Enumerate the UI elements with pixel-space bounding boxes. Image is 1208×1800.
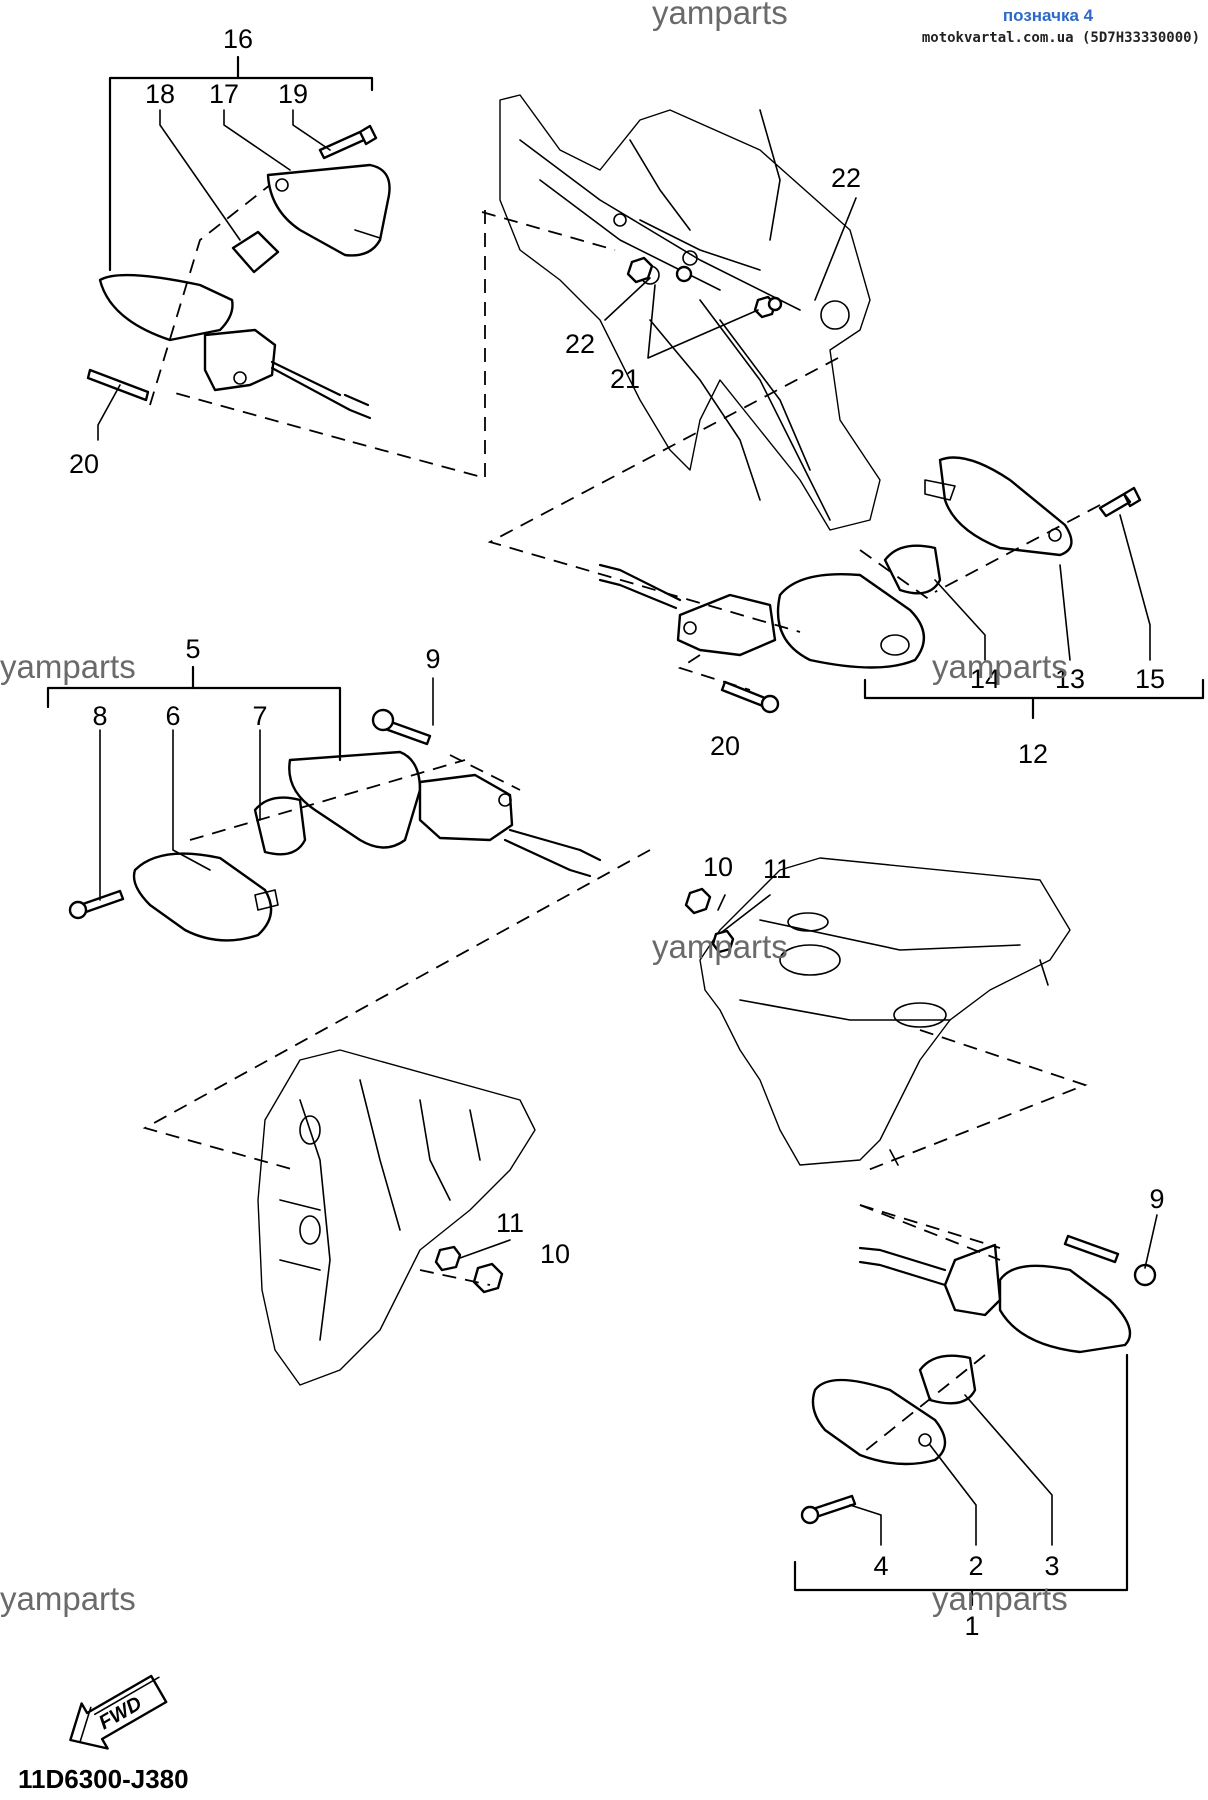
watermark-center: yamparts: [652, 928, 788, 965]
collar-11-upper: [711, 929, 735, 954]
callout-4: 4: [873, 1551, 888, 1581]
header-label: позначка 4: [1003, 6, 1094, 25]
screw-9-right: [1063, 1234, 1120, 1264]
nut-21-left: [626, 256, 654, 284]
bracket-16: [108, 76, 374, 272]
header-source: motokvartal.com.ua (5D7H33330000): [922, 30, 1200, 46]
callout-18: 18: [145, 79, 175, 109]
lens-17: [266, 163, 391, 257]
stem-5: [418, 773, 514, 842]
callout-16: 16: [223, 24, 253, 54]
stem-1: [943, 1243, 1002, 1317]
watermark-right-upper: yamparts: [932, 648, 1068, 685]
flasher-assembly-1: [800, 1234, 1157, 1525]
callout-17: 17: [209, 79, 239, 109]
watermark-right-lower: yamparts: [932, 1580, 1068, 1617]
dashed-mounting-lines: [142, 184, 1101, 1456]
housing-12: [776, 573, 925, 669]
callout-11-upper: 11: [763, 854, 791, 884]
collar-11-lower: [434, 1245, 462, 1272]
watermark-left-upper: yamparts: [0, 648, 136, 685]
callout-14: 14: [970, 664, 1000, 694]
housing-5: [288, 750, 422, 849]
watermark-left-lower: yamparts: [0, 1580, 136, 1617]
flasher-assembly-5: [68, 708, 602, 942]
callout-13: 13: [1055, 664, 1085, 694]
bulb-18: [231, 230, 280, 274]
callout-19: 19: [278, 79, 308, 109]
lens-13: [938, 456, 1073, 557]
callout-11-lower: 11: [496, 1208, 524, 1238]
nut-10-lower: [472, 1262, 504, 1294]
screw-20-left: [86, 368, 150, 402]
leader-lines: [97, 109, 1158, 1546]
callout-5: 5: [185, 634, 200, 664]
stem-16: [203, 328, 277, 392]
housing-1: [998, 1264, 1132, 1354]
bulb-7: [253, 796, 307, 856]
license-bracket-drawing: [257, 887, 735, 1386]
callout-20-right: 20: [710, 731, 740, 761]
tail-cover-drawing: [699, 857, 1071, 1166]
callout-12: 12: [1018, 739, 1048, 769]
callout-10-upper: 10: [703, 852, 733, 882]
callout-22-left: 22: [565, 329, 595, 359]
lens-6: [132, 852, 273, 942]
callout-10-lower: 10: [540, 1239, 570, 1269]
callout-6: 6: [165, 701, 180, 731]
callout-3: 3: [1044, 1551, 1059, 1581]
group-brackets: [46, 55, 1205, 1607]
flasher-assembly-12: [598, 456, 1142, 714]
callout-9-left: 9: [425, 644, 440, 674]
bulb-3: [918, 1354, 977, 1405]
callout-21: 21: [610, 364, 640, 394]
nut-10-upper: [684, 887, 712, 915]
callout-15: 15: [1135, 664, 1165, 694]
collar-22-left: [675, 265, 693, 283]
callout-2: 2: [968, 1551, 983, 1581]
screw-19: [318, 124, 378, 160]
housing-16: [98, 273, 234, 342]
callout-22-top: 22: [831, 163, 861, 193]
screw-15: [1098, 486, 1142, 518]
bulb-14: [883, 544, 942, 595]
callout-7: 7: [252, 701, 267, 731]
callout-1: 1: [964, 1611, 979, 1641]
callout-numbers: 16 18 17 19 20 22 22 21 5 9 8 6 7 14 13 …: [69, 24, 1165, 1641]
flasher-assembly-16: [86, 124, 391, 420]
bracket-1: [793, 1353, 1129, 1592]
callout-9-right: 9: [1149, 1184, 1164, 1214]
callout-8: 8: [92, 701, 107, 731]
fwd-arrow-icon: FWD: [69, 1674, 168, 1750]
diagram-code: 11D6300-J380: [18, 1764, 189, 1794]
callout-20-left: 20: [69, 449, 99, 479]
lens-2: [811, 1378, 947, 1466]
frame-bracket-drawing: [499, 94, 881, 531]
watermark-top: yamparts: [652, 0, 788, 31]
collar-22-right: [767, 296, 783, 312]
stem-12: [676, 593, 777, 657]
watermarks: yamparts yamparts yamparts yamparts yamp…: [0, 648, 1068, 1617]
